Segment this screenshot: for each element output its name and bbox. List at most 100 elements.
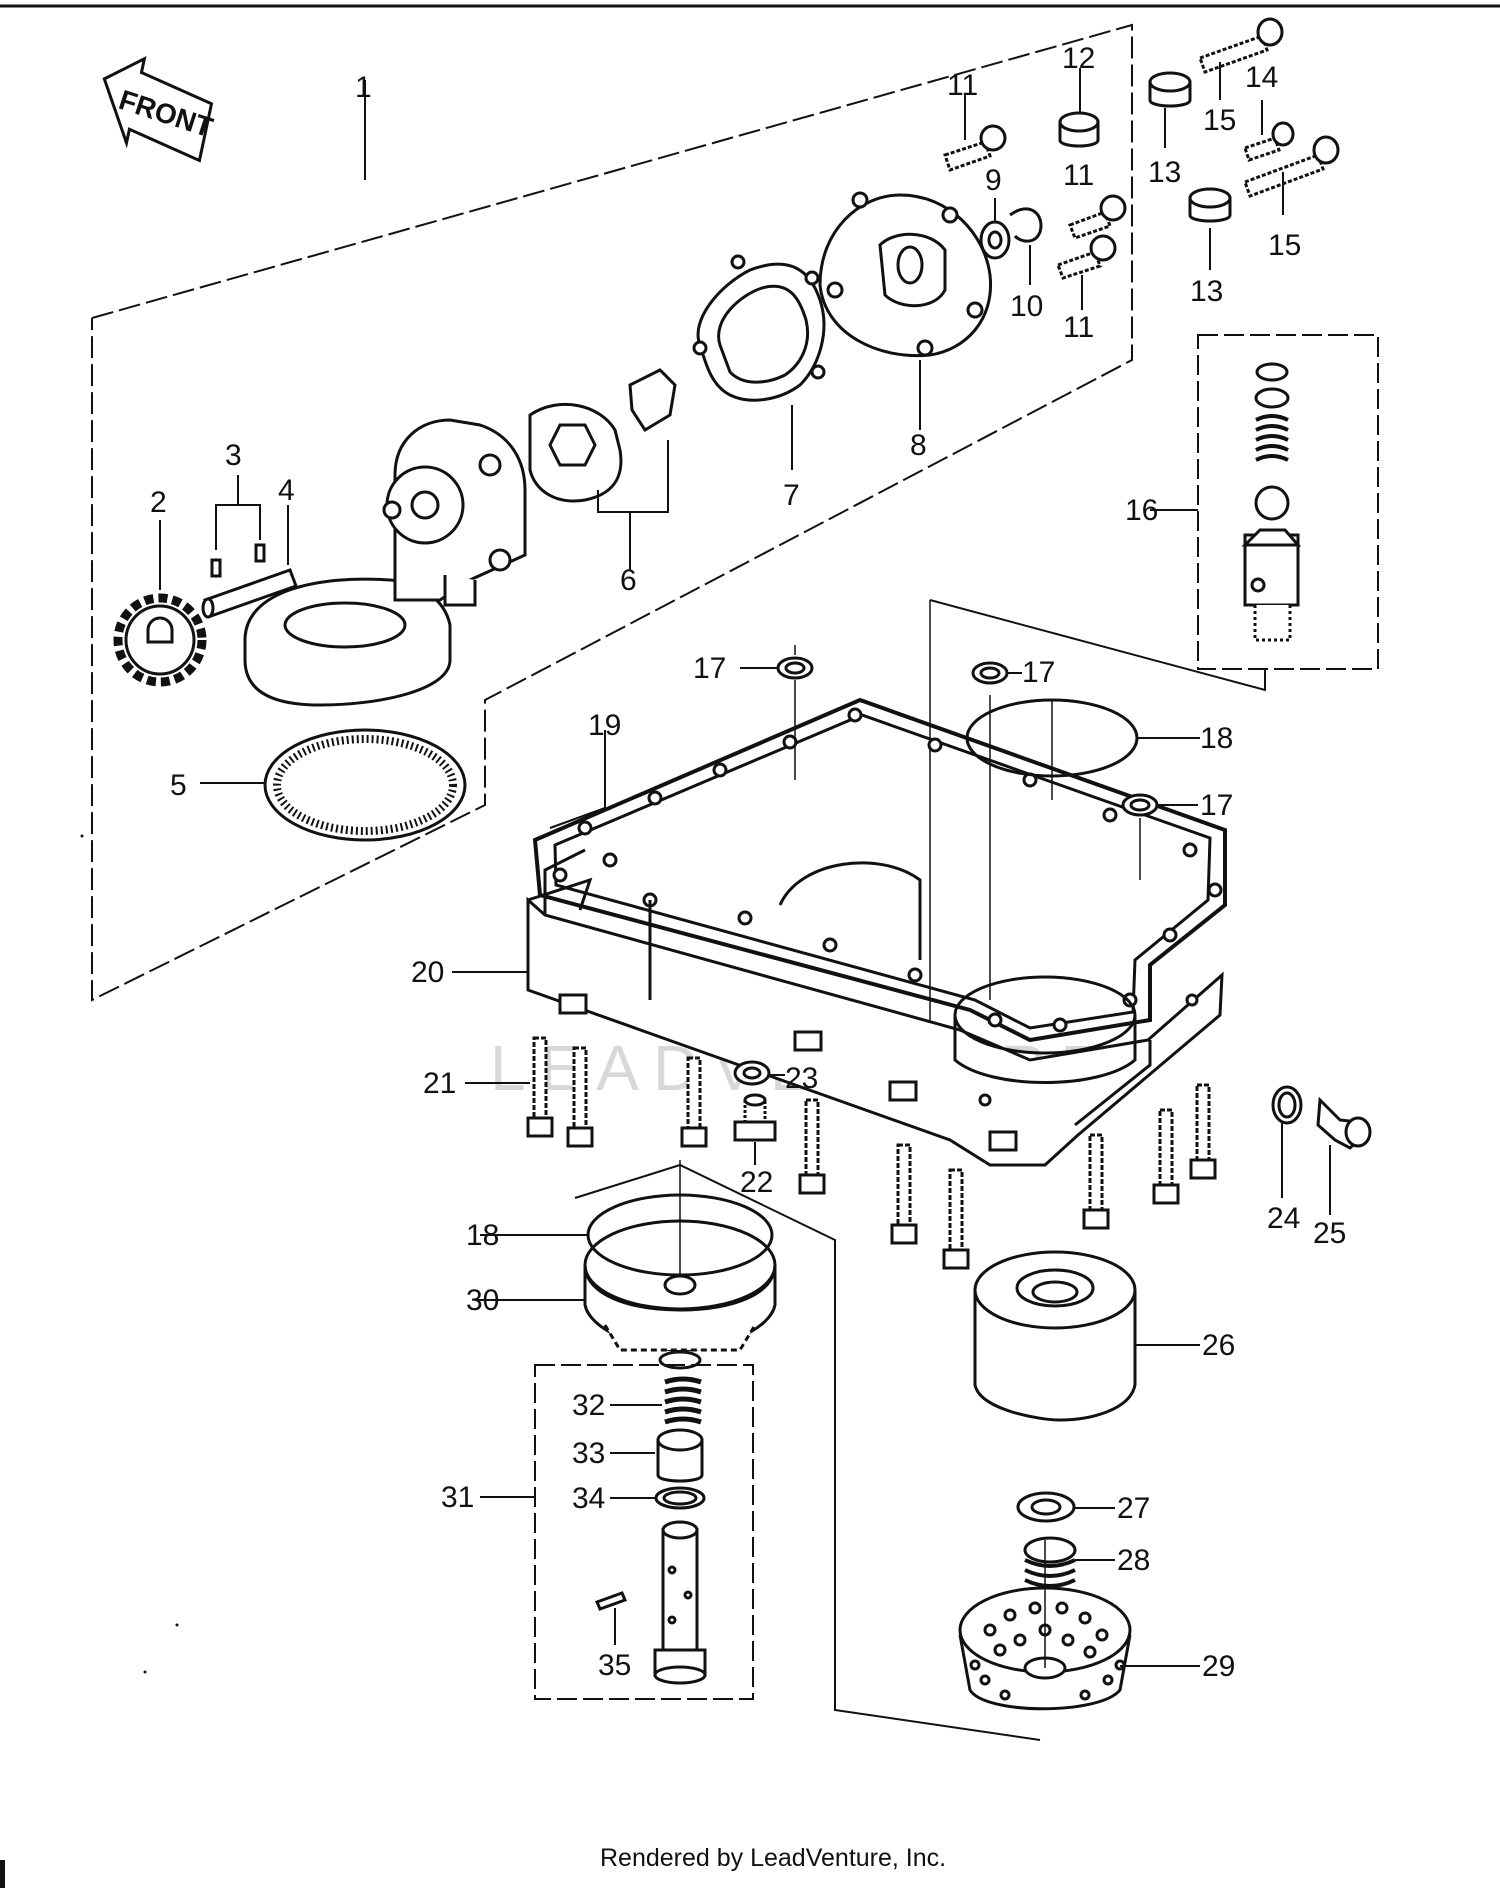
pan-bolts xyxy=(526,1036,1217,1270)
spring-28 xyxy=(1023,1536,1115,1588)
pan-bolt-7 xyxy=(1082,1133,1110,1230)
callout-3: 3 xyxy=(225,439,242,472)
callout-26: 26 xyxy=(1202,1329,1235,1362)
oil-pump-sprocket xyxy=(113,593,207,687)
callout-21: 21 xyxy=(423,1067,456,1100)
bolt-14 xyxy=(1243,100,1295,162)
callout-17-right: 17 xyxy=(1200,789,1233,822)
oil-pump-assembly-frame xyxy=(91,23,1133,1002)
callout-22: 22 xyxy=(740,1166,773,1199)
circlip-10 xyxy=(1009,207,1043,285)
oil-pump-cover xyxy=(818,191,993,430)
callout-labels: 1 2 3 4 5 6 7 8 9 10 11 11 11 12 13 13 1… xyxy=(150,42,1346,1683)
callout-11-upper: 11 xyxy=(947,69,978,102)
pin-35 xyxy=(594,1591,628,1645)
callout-24: 24 xyxy=(1267,1202,1300,1235)
callout-34: 34 xyxy=(572,1482,605,1515)
drain-plug-25 xyxy=(1316,1096,1372,1215)
oil-pump-shaft xyxy=(201,505,298,619)
o-ring-18-upper xyxy=(965,695,1200,1000)
collar-13-upper xyxy=(1148,71,1192,148)
callout-15-upper: 15 xyxy=(1203,104,1236,137)
callout-15-lower: 15 xyxy=(1268,229,1301,262)
callout-17-center: 17 xyxy=(1022,656,1055,689)
oil-filter-cover xyxy=(475,1219,777,1370)
collar-33 xyxy=(610,1428,704,1483)
bolt-15-upper xyxy=(1198,17,1284,100)
o-ring-34 xyxy=(610,1486,706,1510)
scan-speck xyxy=(175,1623,179,1627)
callout-32: 32 xyxy=(572,1389,605,1422)
callout-4: 4 xyxy=(278,474,295,507)
callout-27: 27 xyxy=(1117,1492,1150,1525)
callout-14: 14 xyxy=(1245,61,1278,94)
callout-33: 33 xyxy=(572,1437,605,1470)
callout-2: 2 xyxy=(150,486,167,519)
oil-screen xyxy=(263,728,467,842)
bypass-valve-box xyxy=(480,1364,754,1700)
bolt-11-upper xyxy=(943,95,1007,172)
oil-pump-rotors xyxy=(528,368,677,570)
washer-9 xyxy=(979,198,1011,260)
callout-9: 9 xyxy=(985,164,1002,197)
drain-plug-gasket-24 xyxy=(1271,1085,1303,1198)
callout-8: 8 xyxy=(910,429,927,462)
bolt-15-lower xyxy=(1243,135,1340,215)
collar-13-lower xyxy=(1188,187,1232,270)
callout-13-lower: 13 xyxy=(1190,275,1223,308)
callout-16: 16 xyxy=(1125,494,1158,527)
pan-bolt-3 xyxy=(680,1056,708,1148)
pan-bolt-6 xyxy=(942,1168,970,1270)
pan-bolt-9 xyxy=(1189,1083,1217,1180)
callout-20: 20 xyxy=(411,956,444,989)
callout-17-left: 17 xyxy=(693,652,726,685)
oil-pump-body xyxy=(243,418,527,707)
bolt-11-middle xyxy=(1068,194,1127,240)
callout-11-middle: 11 xyxy=(1063,159,1094,192)
callout-23: 23 xyxy=(785,1062,818,1095)
o-ring-17-center xyxy=(971,661,1022,685)
credit-text: Rendered by LeadVenture, Inc. xyxy=(600,1844,946,1872)
filter-plate-29 xyxy=(958,1586,1200,1711)
pan-bolt-4 xyxy=(798,1098,826,1195)
callout-25: 25 xyxy=(1313,1217,1346,1250)
plate-holes xyxy=(969,1601,1126,1701)
pan-bolt-1 xyxy=(526,1036,554,1138)
washer-23 xyxy=(733,1060,785,1086)
bolt-22 xyxy=(733,1093,777,1165)
gasket-bolt-holes xyxy=(552,707,1223,1033)
scan-speck xyxy=(80,834,84,838)
o-ring-18-lower xyxy=(480,1193,774,1277)
callout-29: 29 xyxy=(1202,1650,1235,1683)
leader-19 xyxy=(549,730,606,829)
filter-bracket-line xyxy=(574,1163,1041,1741)
callout-19: 19 xyxy=(588,709,621,742)
callout-28: 28 xyxy=(1117,1544,1150,1577)
scan-speck xyxy=(143,1670,147,1674)
front-direction-arrow: FRONT xyxy=(102,56,217,163)
pan-bolt-8 xyxy=(1152,1108,1180,1205)
collar-12 xyxy=(1058,68,1100,148)
callout-7: 7 xyxy=(783,479,800,512)
callout-10: 10 xyxy=(1010,290,1043,323)
relief-valve-bracket-line xyxy=(929,599,1266,692)
washer-27 xyxy=(1016,1491,1115,1523)
callout-11-lower: 11 xyxy=(1063,311,1094,344)
o-ring-17-right xyxy=(1121,793,1198,880)
relief-valve-box xyxy=(1150,334,1379,670)
bolt-11-lower xyxy=(1056,234,1117,310)
callout-30: 30 xyxy=(466,1284,499,1317)
knock-pins xyxy=(210,475,266,578)
spring-32 xyxy=(610,1376,702,1425)
callout-6: 6 xyxy=(620,564,637,597)
callout-18-upper: 18 xyxy=(1200,722,1233,755)
left-edge-mark xyxy=(0,1860,5,1888)
oil-pan xyxy=(526,848,1224,1167)
callout-5: 5 xyxy=(170,769,187,802)
callout-31: 31 xyxy=(441,1481,474,1514)
callout-1: 1 xyxy=(355,71,372,104)
pan-bolt-5 xyxy=(890,1143,918,1245)
oil-filter-element xyxy=(973,1250,1200,1422)
callout-13-upper: 13 xyxy=(1148,156,1181,189)
